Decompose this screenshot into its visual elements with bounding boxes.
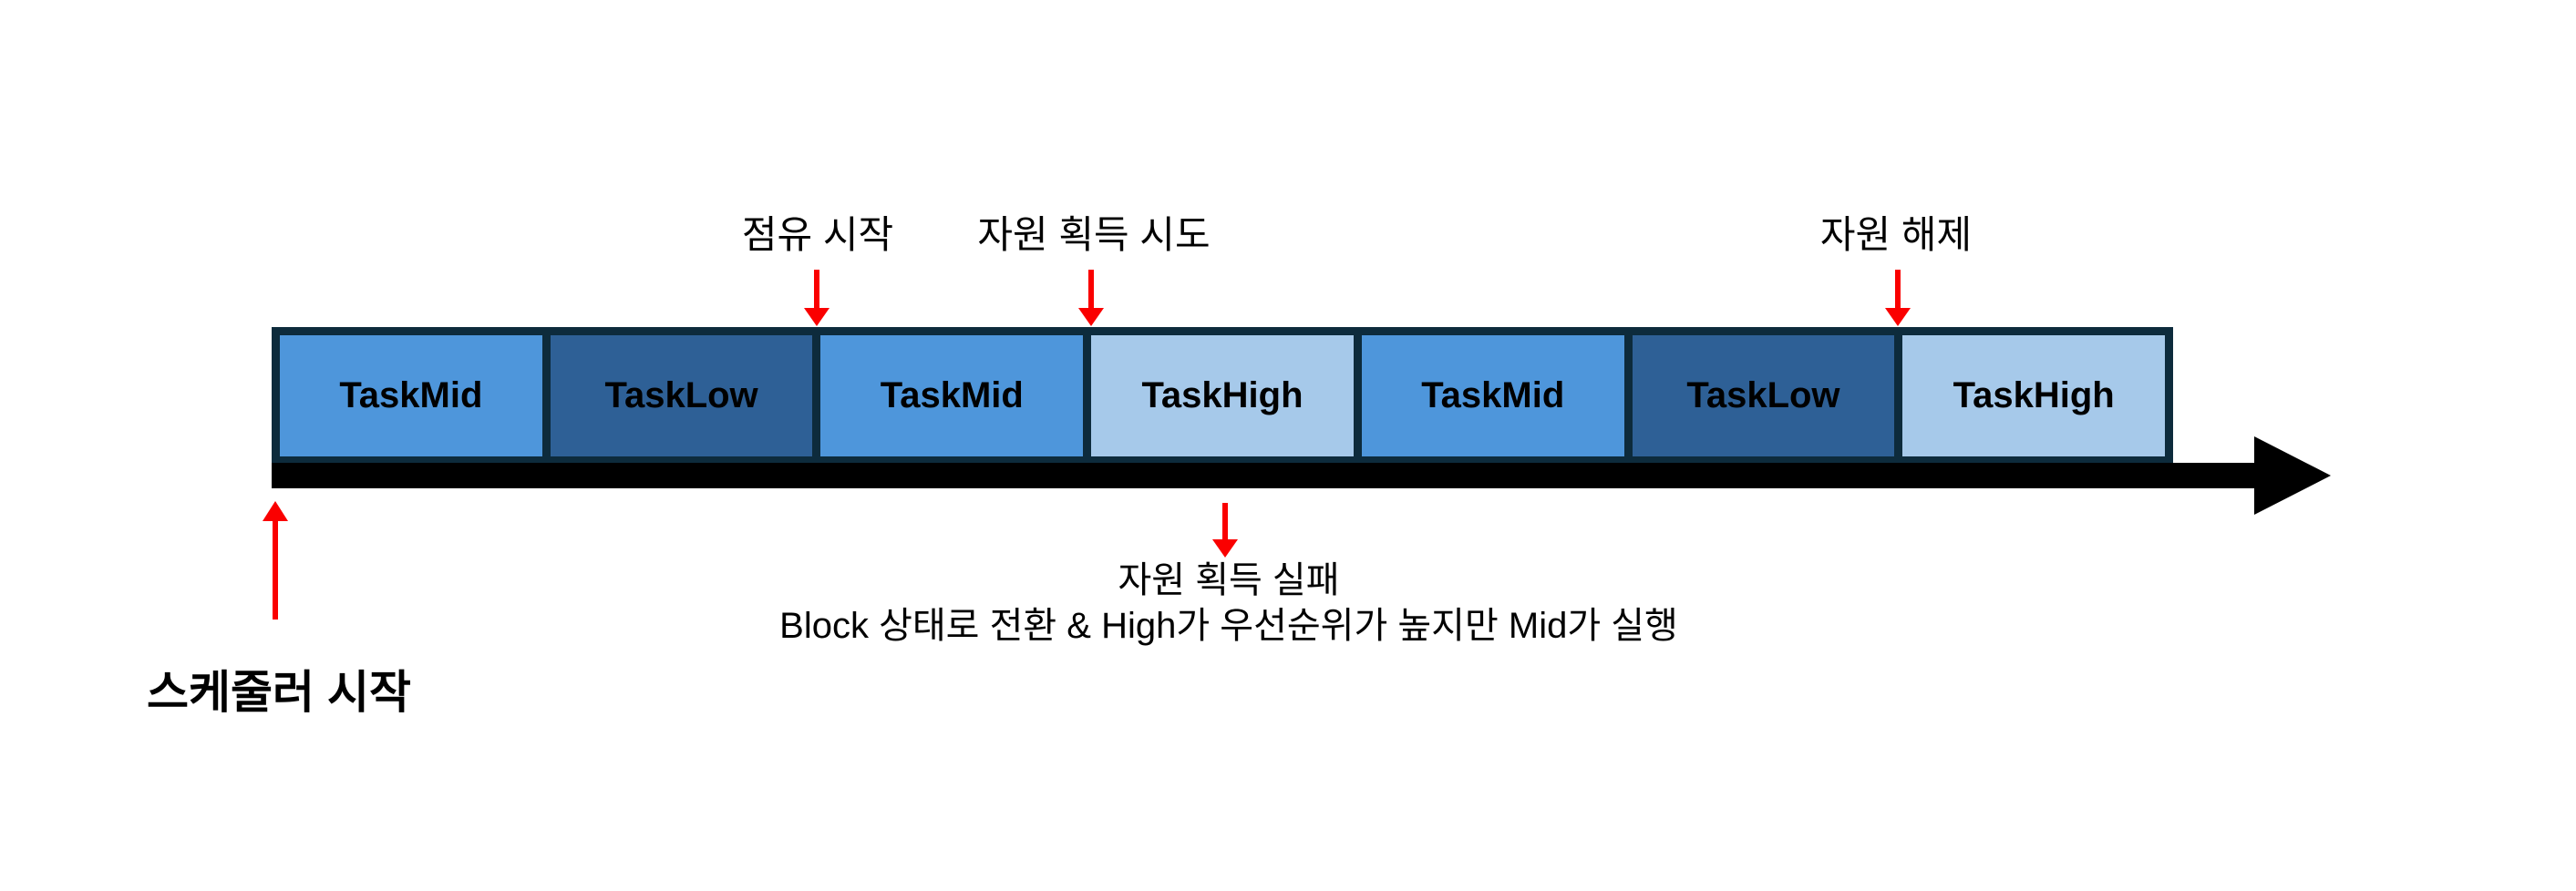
note-resource-acquire-fail: 자원 획득 실패 Block 상태로 전환 & High가 우선순위가 높지만 …: [779, 558, 1678, 649]
task-block: TaskLow: [1632, 335, 1895, 456]
task-block: TaskMid: [820, 335, 1084, 456]
red-arrow-down-occupy-start-icon: [804, 270, 829, 326]
red-arrow-up-scheduler-start-icon: [263, 501, 288, 620]
arrow-shaft: [273, 521, 278, 620]
red-arrow-down-resource-acquire-fail-icon: [1212, 503, 1238, 558]
label-scheduler-start: 스케줄러 시작: [147, 667, 411, 718]
label-resource-acquire-attempt: 자원 획득 시도: [977, 213, 1211, 256]
arrow-head: [1078, 308, 1104, 326]
red-arrow-down-resource-release-icon: [1885, 270, 1911, 326]
task-block: TaskLow: [550, 335, 813, 456]
arrow-shaft: [1088, 270, 1094, 308]
label-occupy-start: 점유 시작: [741, 213, 894, 256]
label-resource-release: 자원 해제: [1819, 213, 1973, 256]
task-block: TaskMid: [280, 335, 542, 456]
task-block: TaskMid: [1361, 335, 1624, 456]
timeline-bar: TaskMid TaskLow TaskMid TaskHigh TaskMid…: [272, 327, 2173, 465]
arrow-head: [1885, 308, 1911, 326]
note-line-2: Block 상태로 전환 & High가 우선순위가 높지만 Mid가 실행: [779, 606, 1678, 646]
arrow-head: [1212, 539, 1238, 558]
task-block: TaskHigh: [1091, 335, 1354, 456]
arrow-shaft: [1895, 270, 1901, 308]
arrow-shaft: [814, 270, 819, 308]
task-block: TaskHigh: [1902, 335, 2166, 456]
red-arrow-down-resource-acquire-attempt-icon: [1078, 270, 1104, 326]
note-line-1: 자원 획득 실패: [1118, 560, 1340, 600]
arrow-head: [263, 501, 288, 521]
time-axis-arrowhead-icon: [2254, 436, 2331, 515]
arrow-shaft: [1222, 503, 1228, 539]
arrow-head: [804, 308, 829, 326]
time-axis-shaft: [272, 463, 2254, 488]
